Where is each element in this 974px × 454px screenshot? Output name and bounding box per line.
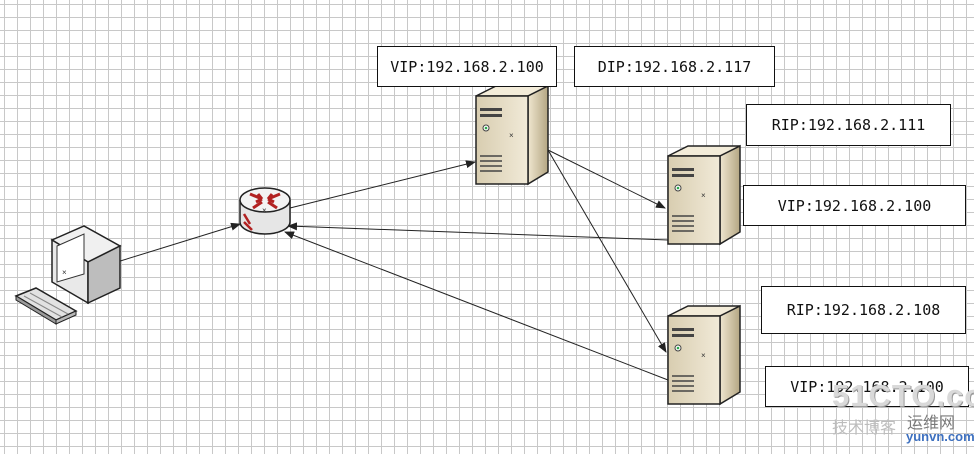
watermark-site-url: yunvn.com — [906, 429, 974, 444]
link-director-rs1 — [547, 149, 666, 209]
keyboard-icon — [14, 287, 78, 325]
real-server-2-icon — [667, 305, 741, 405]
watermark-tagline: 技术博客 — [832, 418, 897, 437]
real-server-1-icon — [667, 145, 741, 245]
link-director-rs2 — [547, 149, 667, 353]
link-router-director — [289, 160, 476, 209]
director-vip-label: VIP:192.168.2.100 — [377, 46, 557, 87]
client-computer-icon: × — [50, 225, 122, 305]
svg-text:×: × — [262, 206, 267, 215]
link-rs2-router — [284, 231, 669, 381]
watermark-site-cn: 运维网 — [907, 413, 956, 432]
svg-text:×: × — [62, 268, 67, 277]
rs1-vip-label: VIP:192.168.2.100 — [743, 185, 966, 226]
rs2-rip-label: RIP:192.168.2.108 — [761, 286, 966, 334]
watermark-brand: 51CTO.com — [832, 378, 974, 413]
link-client-router — [116, 222, 241, 263]
link-rs1-router — [287, 222, 669, 241]
director-dip-label: DIP:192.168.2.117 — [574, 46, 775, 87]
director-server-icon — [475, 85, 549, 185]
rs2-vip-label: VIP:192.168.2.100 — [765, 366, 969, 407]
rs1-rip-label: RIP:192.168.2.111 — [746, 104, 951, 146]
router-icon: × — [239, 187, 291, 235]
